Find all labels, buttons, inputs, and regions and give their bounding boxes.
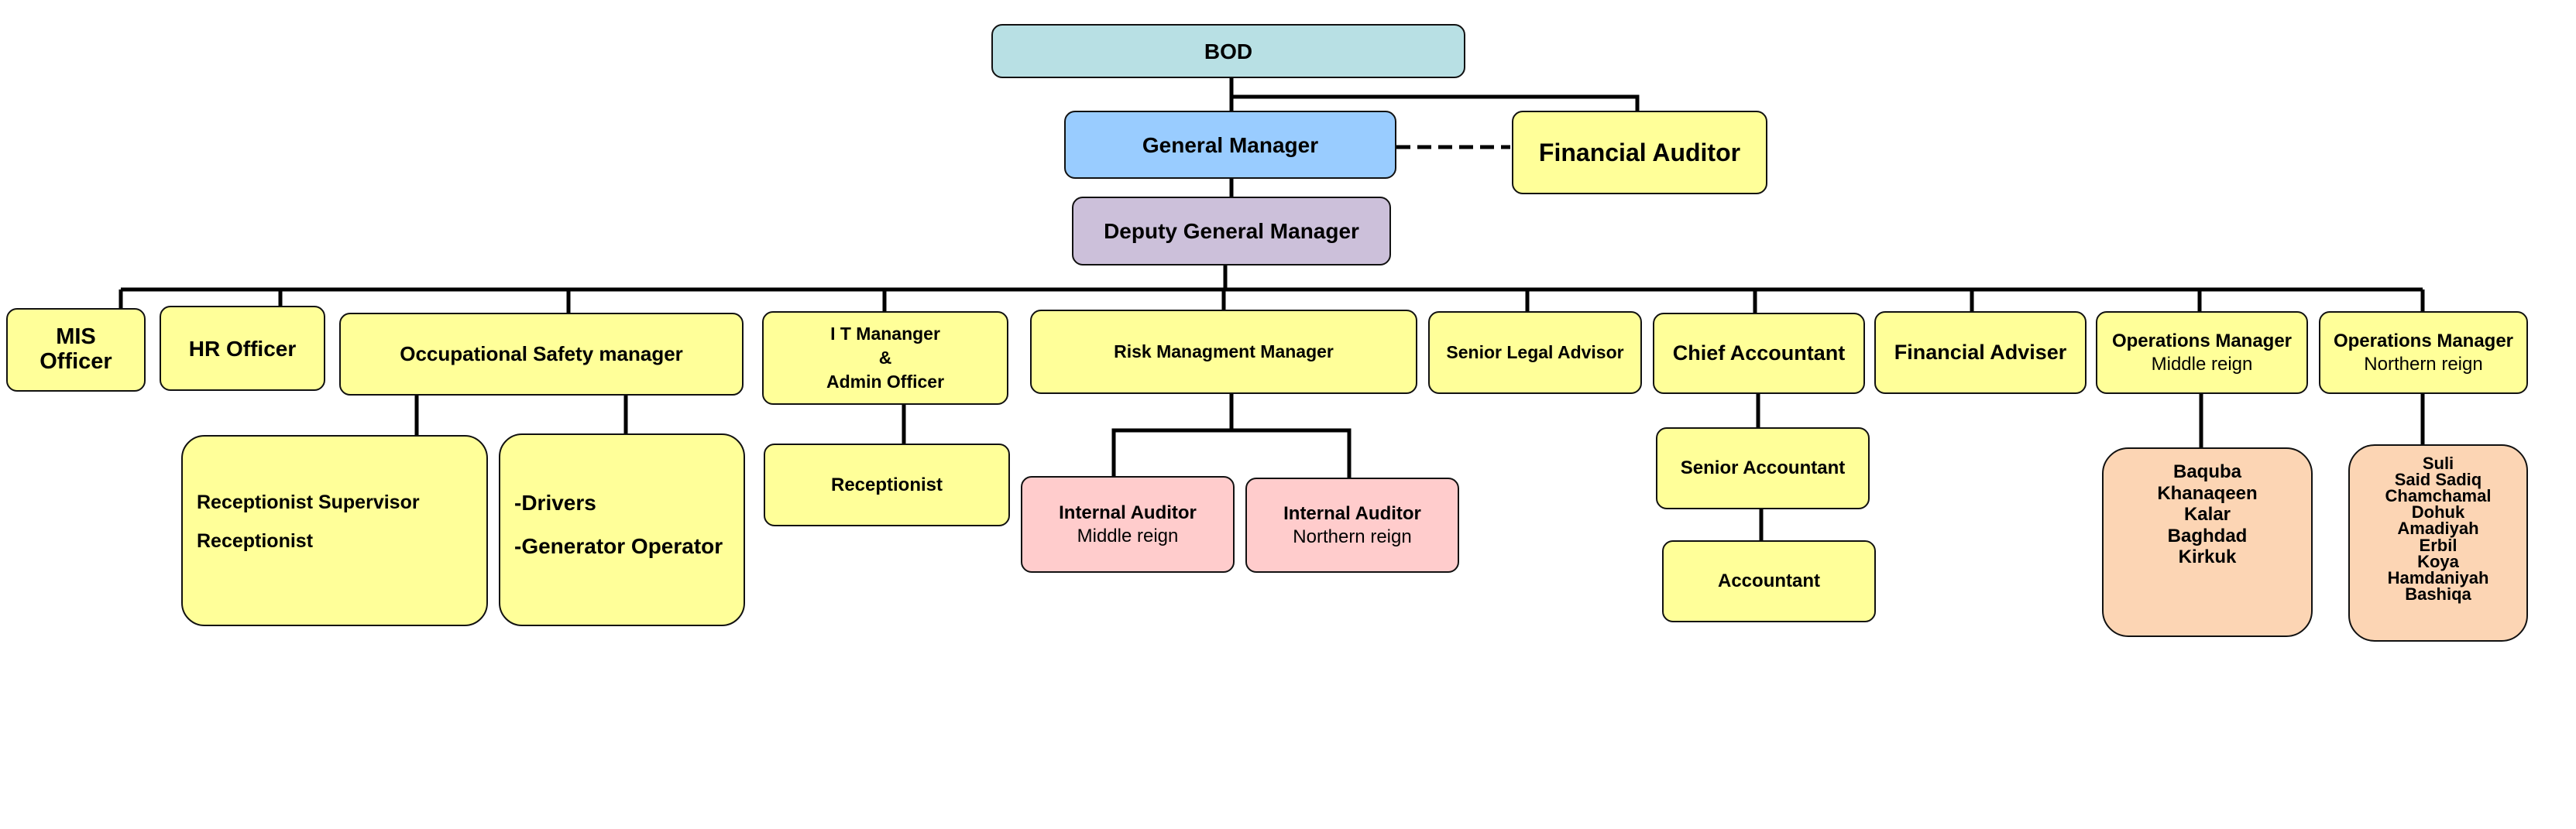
- node-financial-auditor-label: Financial Auditor: [1538, 139, 1741, 166]
- node-risk-management-manager: Risk Managment Manager: [1030, 310, 1417, 394]
- city-label: Erbil: [2419, 535, 2458, 555]
- connector-bod-auditor: [1231, 94, 1640, 111]
- node-general-manager: General Manager: [1064, 111, 1396, 179]
- city-label: Bashiqa: [2405, 584, 2471, 604]
- node-operations-manager-middle-title: Operations Manager: [2111, 330, 2293, 351]
- node-it-manager: I T Mananger & Admin Officer: [762, 311, 1008, 405]
- node-hr-officer: HR Officer: [160, 306, 325, 391]
- node-deputy-general-manager-label: Deputy General Manager: [1104, 219, 1359, 243]
- city-label: Said Sadiq: [2394, 470, 2482, 490]
- node-mis-officer: MIS Officer: [6, 308, 146, 392]
- node-accountant-label: Accountant: [1718, 570, 1820, 591]
- node-mis-officer-line1: MIS: [56, 324, 96, 350]
- node-chief-accountant: Chief Accountant: [1653, 313, 1865, 394]
- node-drivers-group: -Drivers -Generator Operator: [499, 433, 745, 626]
- node-financial-adviser-label: Financial Adviser: [1894, 340, 2067, 364]
- node-it-receptionist-label: Receptionist: [830, 474, 943, 495]
- node-receptionist-group: Receptionist Supervisor Receptionist: [181, 435, 488, 626]
- node-general-manager-label: General Manager: [1142, 132, 1319, 157]
- node-it-manager-line1: I T Mananger: [830, 323, 940, 344]
- node-receptionist: Receptionist: [764, 444, 1010, 526]
- city-label: Kalar: [2183, 504, 2231, 526]
- node-internal-auditor-middle: Internal Auditor Middle reign: [1021, 476, 1235, 573]
- node-risk-management-manager-label: Risk Managment Manager: [1114, 341, 1334, 362]
- node-occupational-safety-manager-label: Occupational Safety manager: [400, 342, 683, 366]
- node-senior-legal-advisor: Senior Legal Advisor: [1428, 311, 1642, 394]
- node-northern-cities: Suli Said Sadiq Chamchamal Dohuk Amadiya…: [2348, 444, 2528, 642]
- city-label: Amadiyah: [2397, 519, 2479, 539]
- node-operations-manager-northern: Operations Manager Northern reign: [2319, 311, 2528, 394]
- node-deputy-general-manager: Deputy General Manager: [1072, 197, 1391, 265]
- node-receptionist-label: Receptionist: [197, 530, 314, 552]
- node-middle-cities: Baquba Khanaqeen Kalar Baghdad Kirkuk: [2102, 447, 2313, 637]
- node-hr-officer-label: HR Officer: [188, 336, 297, 361]
- node-mis-officer-line2: Officer: [39, 349, 112, 374]
- node-internal-auditor-middle-region: Middle reign: [1077, 525, 1179, 546]
- node-it-manager-line2: &: [878, 347, 892, 368]
- node-occupational-safety-manager: Occupational Safety manager: [339, 313, 744, 396]
- city-label: Khanaqeen: [2157, 482, 2258, 504]
- node-chief-accountant-label: Chief Accountant: [1672, 341, 1846, 365]
- node-operations-manager-middle-region: Middle reign: [2151, 353, 2253, 375]
- node-drivers-label: -Drivers: [514, 491, 596, 515]
- node-operations-manager-middle: Operations Manager Middle reign: [2096, 311, 2308, 394]
- node-internal-auditor-middle-title: Internal Auditor: [1059, 502, 1197, 523]
- node-receptionist-supervisor-label: Receptionist Supervisor: [197, 492, 420, 513]
- node-internal-auditor-northern-title: Internal Auditor: [1283, 502, 1421, 524]
- node-financial-adviser: Financial Adviser: [1874, 311, 2087, 394]
- node-bod-label: BOD: [1204, 39, 1253, 63]
- node-internal-auditor-northern-region: Northern reign: [1293, 526, 1412, 547]
- node-internal-auditor-northern: Internal Auditor Northern reign: [1245, 478, 1459, 573]
- city-label: Suli: [2422, 454, 2454, 473]
- node-operations-manager-northern-region: Northern reign: [2364, 353, 2483, 375]
- city-label: Hamdaniyah: [2387, 567, 2489, 587]
- city-label: Koya: [2417, 551, 2459, 571]
- node-generator-operator-label: -Generator Operator: [514, 534, 723, 558]
- city-label: Dohuk: [2411, 502, 2465, 522]
- city-label: Chamchamal: [2385, 486, 2492, 506]
- node-senior-accountant-label: Senior Accountant: [1680, 457, 1846, 478]
- node-senior-legal-advisor-label: Senior Legal Advisor: [1446, 342, 1624, 363]
- node-accountant: Accountant: [1662, 540, 1876, 622]
- node-bod: BOD: [991, 24, 1465, 78]
- city-label: Baghdad: [2167, 525, 2248, 546]
- node-operations-manager-northern-title: Operations Manager: [2333, 330, 2514, 351]
- city-label: Baquba: [2172, 461, 2241, 482]
- node-it-manager-line3: Admin Officer: [826, 372, 945, 392]
- city-label: Kirkuk: [2178, 546, 2237, 568]
- node-senior-accountant: Senior Accountant: [1656, 427, 1870, 509]
- node-financial-auditor: Financial Auditor: [1512, 111, 1767, 194]
